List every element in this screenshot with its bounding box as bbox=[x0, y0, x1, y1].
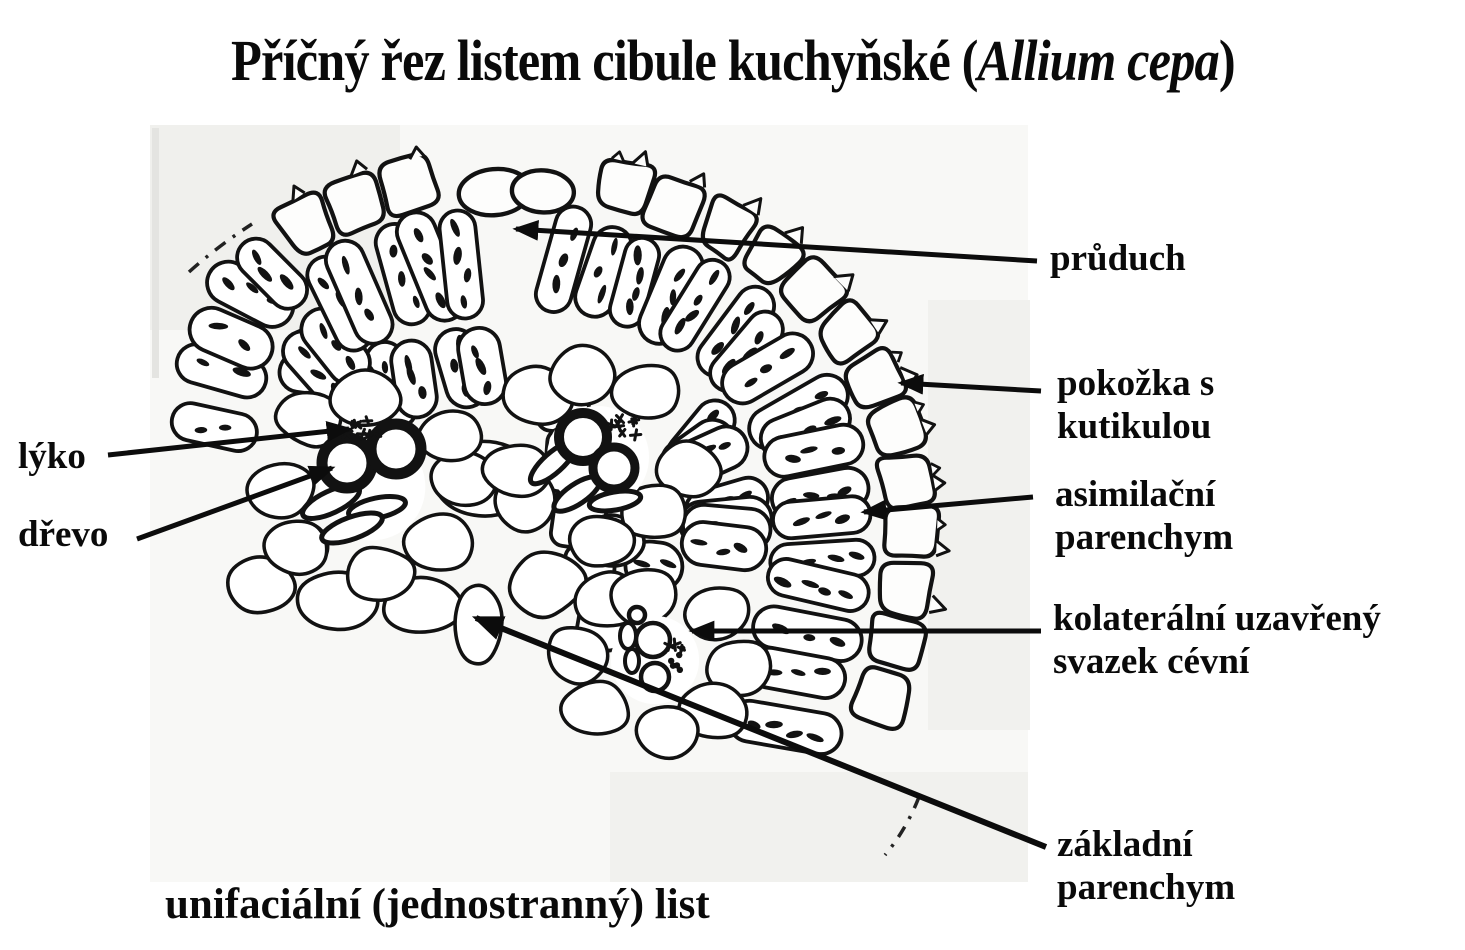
label-vascular-bundle: kolaterální uzavřený svazek cévní bbox=[1053, 598, 1381, 682]
label-epidermis-cuticle: pokožka s kutikulou bbox=[1057, 363, 1215, 447]
title-latin-name: Allium cepa bbox=[977, 28, 1219, 94]
title-suffix: ) bbox=[1218, 28, 1235, 94]
label-xylem: dřevo bbox=[18, 514, 109, 555]
label-ground-parenchyma: základní parenchym bbox=[1057, 824, 1236, 908]
label-assimilation-parenchyma: asimilační parenchym bbox=[1055, 474, 1234, 558]
page-title: Příčný řez listem cibule kuchyňské (Alli… bbox=[0, 27, 1465, 94]
label-stoma: průduch bbox=[1050, 238, 1186, 279]
title-prefix: Příčný řez listem cibule kuchyňské ( bbox=[230, 28, 978, 94]
label-phloem: lýko bbox=[18, 436, 86, 477]
figure-caption: unifaciální (jednostranný) list bbox=[165, 881, 710, 928]
